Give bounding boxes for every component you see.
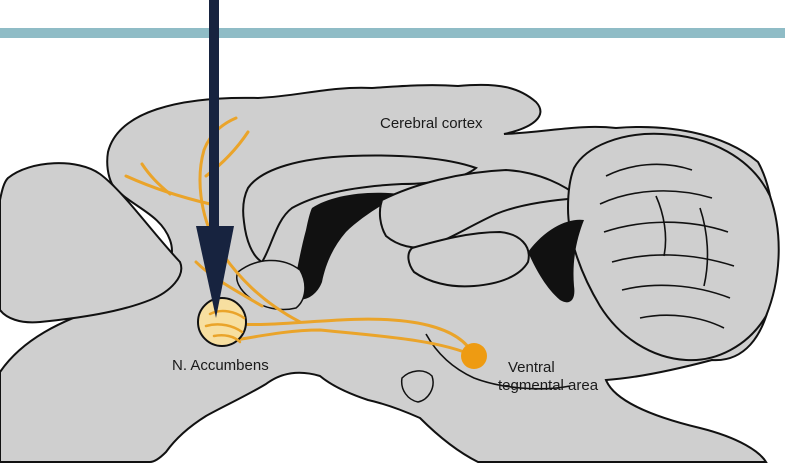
cerebral-cortex-label: Cerebral cortex (380, 115, 483, 132)
vta-label-line2: tegmental area (498, 377, 599, 394)
ventral-tegmental-area (461, 343, 487, 369)
top-divider-bar (0, 28, 785, 38)
n-accumbens-label: N. Accumbens (172, 357, 269, 374)
nucleus-accumbens (198, 298, 246, 346)
vta-label-line1: Ventral (508, 359, 555, 376)
